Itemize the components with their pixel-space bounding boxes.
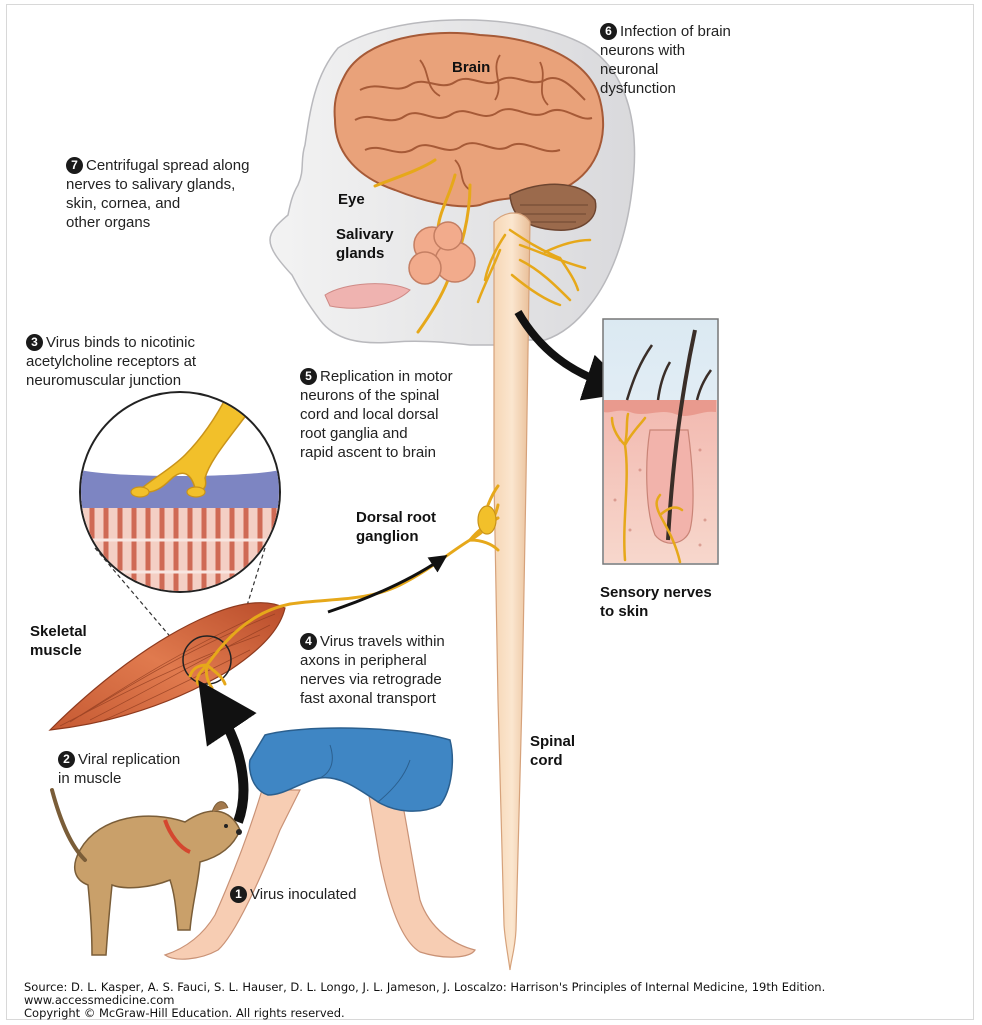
label-brain: Brain: [452, 58, 490, 77]
step-1: 1Virus inoculated: [230, 885, 356, 904]
step-5-text: Replication in motor neurons of the spin…: [300, 368, 453, 461]
footer-copyright: Copyright © McGraw-Hill Education. All r…: [24, 1007, 345, 1020]
dorsal-root-ganglion: [478, 506, 496, 534]
step-1-number: 1: [230, 886, 247, 903]
step-1-text: Virus inoculated: [250, 886, 356, 903]
step-4-text: Virus travels within axons in peripheral…: [300, 633, 445, 707]
step-7-number: 7: [66, 157, 83, 174]
label-dorsal-root-ganglion: Dorsal root ganglion: [356, 508, 436, 546]
step-5: 5Replication in motor neurons of the spi…: [300, 367, 500, 462]
label-skeletal-muscle: Skeletal muscle: [30, 622, 87, 660]
step-2-number: 2: [58, 751, 75, 768]
step-3-number: 3: [26, 334, 43, 351]
label-spinal-cord: Spinal cord: [530, 732, 575, 770]
step-3: 3Virus binds to nicotinic acetylcholine …: [26, 333, 276, 390]
label-salivary-glands: Salivary glands: [336, 225, 394, 263]
step-4-number: 4: [300, 633, 317, 650]
step-7: 7Centrifugal spread along nerves to sali…: [66, 156, 296, 232]
label-eye: Eye: [338, 190, 365, 209]
step-2: 2Viral replication in muscle: [58, 750, 258, 788]
step-6-number: 6: [600, 23, 617, 40]
step-6: 6Infection of brain neurons with neurona…: [600, 22, 780, 98]
skin-inset: [603, 319, 718, 564]
step-7-text: Centrifugal spread along nerves to saliv…: [66, 157, 249, 231]
step-4: 4Virus travels within axons in periphera…: [300, 632, 500, 708]
step-6-text: Infection of brain neurons with neuronal…: [600, 23, 731, 97]
step-5-number: 5: [300, 368, 317, 385]
retrograde-transport-arrow: [328, 560, 440, 612]
step-3-text: Virus binds to nicotinic acetylcholine r…: [26, 334, 196, 389]
footer-source: Source: D. L. Kasper, A. S. Fauci, S. L.…: [24, 981, 825, 994]
label-sensory-nerves: Sensory nerves to skin: [600, 583, 712, 621]
footer-url: www.accessmedicine.com: [24, 994, 174, 1007]
step-2-text: Viral replication in muscle: [58, 751, 180, 787]
